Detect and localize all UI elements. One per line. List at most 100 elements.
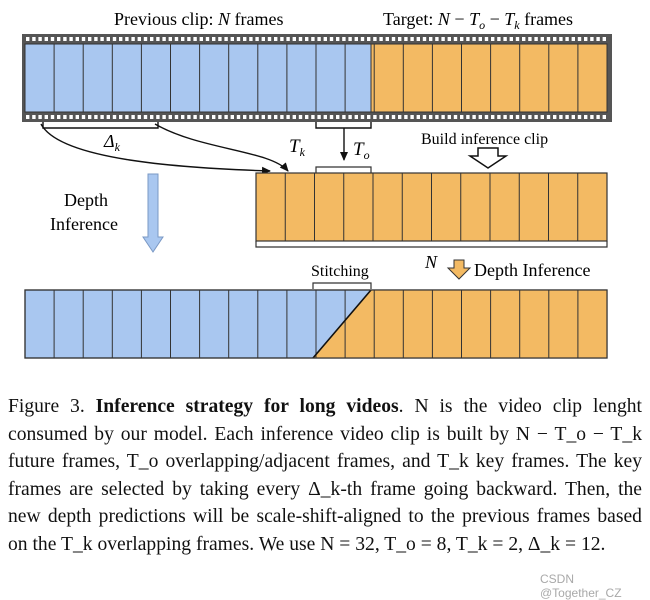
sprocket-hole <box>131 115 135 119</box>
sprocket-hole <box>398 115 402 119</box>
sprocket-hole <box>298 37 303 41</box>
sprocket-hole <box>484 37 489 41</box>
sprocket-hole <box>453 37 458 41</box>
sprocket-hole <box>298 115 303 119</box>
sprocket-hole <box>546 37 551 41</box>
sprocket-hole <box>243 37 247 41</box>
sprocket-hole <box>379 37 383 41</box>
previous-clip-label: Previous clip: N frames <box>114 9 284 29</box>
sprocket-hole <box>100 37 104 41</box>
sprocket-hole <box>280 115 284 119</box>
sprocket-hole <box>112 115 117 119</box>
sprocket-hole <box>522 37 526 41</box>
depth-inference-left-label: Depth <box>64 190 108 210</box>
sprocket-hole <box>274 115 278 119</box>
sprocket-hole <box>441 37 445 41</box>
caption-line-5: Δ_k-th frame going backward. Then, the n… <box>8 478 643 528</box>
sprocket-hole <box>249 115 253 119</box>
sprocket-hole <box>193 37 197 41</box>
sprocket-hole <box>373 37 377 41</box>
sprocket-hole <box>44 115 48 119</box>
sprocket-hole <box>32 37 36 41</box>
sprocket-hole <box>590 37 594 41</box>
film-strip <box>22 34 612 122</box>
sprocket-hole <box>100 115 104 119</box>
sprocket-hole <box>150 115 154 119</box>
sprocket-hole <box>466 115 470 119</box>
sprocket-hole <box>503 37 507 41</box>
sprocket-hole <box>342 115 346 119</box>
sprocket-hole <box>255 115 259 119</box>
sprocket-hole <box>236 37 241 41</box>
sprocket-hole <box>429 115 433 119</box>
sprocket-hole <box>174 115 179 119</box>
sprocket-hole <box>261 115 265 119</box>
sprocket-hole <box>88 37 92 41</box>
sprocket-hole <box>168 37 172 41</box>
sprocket-hole <box>125 37 129 41</box>
sprocket-hole <box>478 115 482 119</box>
sprocket-hole <box>292 115 296 119</box>
sprocket-hole <box>274 37 278 41</box>
sprocket-hole <box>336 37 340 41</box>
sprocket-hole <box>453 115 458 119</box>
sprocket-hole <box>280 37 284 41</box>
sprocket-hole <box>75 115 79 119</box>
sprocket-hole <box>69 115 73 119</box>
sprocket-hole <box>305 115 309 119</box>
sprocket-hole <box>553 37 557 41</box>
sprocket-hole <box>435 115 439 119</box>
sprocket-hole <box>57 37 61 41</box>
caption-title: Inference strategy for long videos <box>95 396 399 417</box>
sprocket-hole <box>342 37 346 41</box>
sprocket-hole <box>497 37 501 41</box>
sprocket-hole <box>602 37 606 41</box>
depth-inference-right-label: Depth Inference <box>474 260 590 280</box>
sprocket-hole <box>112 37 117 41</box>
build-clip-arrow <box>467 147 509 169</box>
sprocket-hole <box>515 115 520 119</box>
sprocket-hole <box>559 37 563 41</box>
sprocket-hole <box>143 37 148 41</box>
sprocket-hole <box>584 37 588 41</box>
sprocket-hole <box>329 37 334 41</box>
sprocket-hole <box>398 37 402 41</box>
sprocket-hole <box>565 115 569 119</box>
depth-inference-right-arrow <box>446 259 472 280</box>
sprocket-hole <box>187 37 191 41</box>
sprocket-hole <box>571 115 575 119</box>
sprocket-hole <box>311 115 315 119</box>
sprocket-hole <box>81 37 86 41</box>
sprocket-hole <box>373 115 377 119</box>
sprocket-hole <box>509 37 513 41</box>
sprocket-hole <box>509 115 513 119</box>
sprocket-hole <box>119 115 123 119</box>
sprocket-hole <box>243 115 247 119</box>
sprocket-hole <box>429 37 433 41</box>
sprocket-hole <box>137 115 141 119</box>
sprocket-hole <box>540 115 544 119</box>
caption-line-1: . N is the video clip <box>398 396 583 417</box>
sprocket-hole <box>410 115 414 119</box>
sprocket-hole <box>329 115 334 119</box>
sprocket-hole <box>577 115 582 119</box>
sprocket-hole <box>38 115 42 119</box>
sprocket-hole <box>261 37 265 41</box>
sprocket-hole <box>404 37 408 41</box>
sprocket-hole <box>416 37 420 41</box>
sprocket-hole <box>435 37 439 41</box>
sprocket-hole <box>559 115 563 119</box>
sprocket-hole <box>385 37 389 41</box>
sprocket-hole <box>162 115 166 119</box>
sprocket-hole <box>478 37 482 41</box>
sprocket-hole <box>131 37 135 41</box>
sprocket-hole <box>553 115 557 119</box>
caption-line-2: lenght consumed by our model. Each infer… <box>8 396 642 445</box>
t-k-label: Tk <box>289 136 306 159</box>
sprocket-hole <box>323 115 327 119</box>
sprocket-hole <box>391 115 396 119</box>
sprocket-hole <box>602 115 606 119</box>
sprocket-hole <box>447 37 451 41</box>
sprocket-hole <box>515 37 520 41</box>
sprocket-hole <box>267 37 272 41</box>
